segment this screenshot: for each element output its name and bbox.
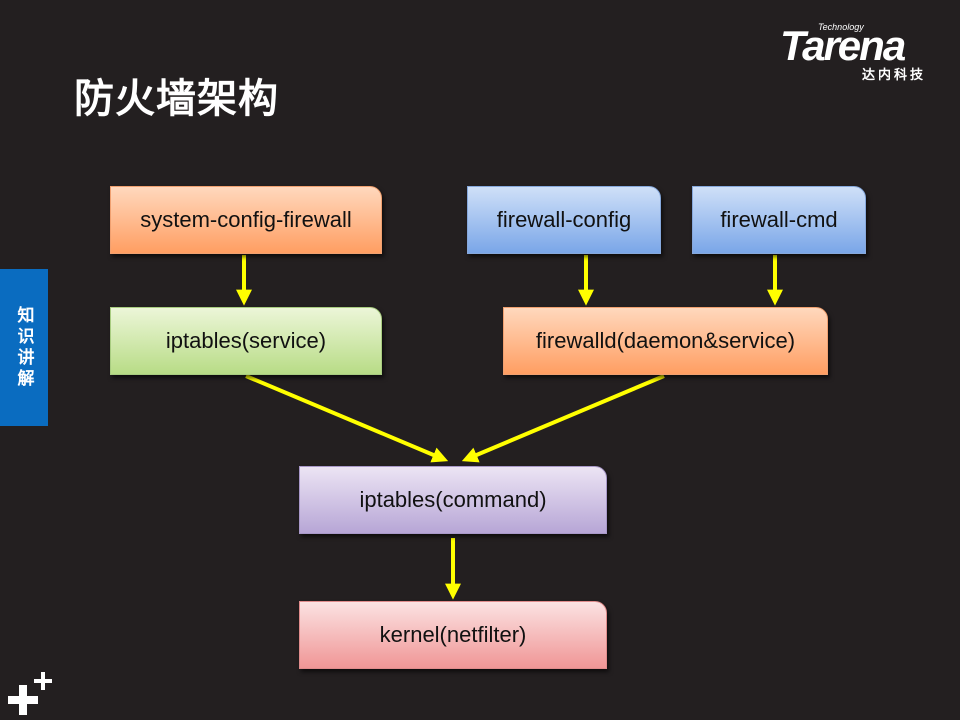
logo-brand: Tarena xyxy=(780,22,906,69)
plus-icon xyxy=(8,672,52,715)
node-kernel-netfilter: kernel(netfilter) xyxy=(299,601,607,669)
node-label: firewall-config xyxy=(496,207,632,232)
node-label: iptables(service) xyxy=(165,328,327,353)
arrow-firewalld-to-command xyxy=(461,374,665,463)
node-label: kernel(netfilter) xyxy=(379,622,527,647)
node-label: firewalld(daemon&service) xyxy=(535,328,796,353)
logo-tagline: Technology xyxy=(818,22,864,32)
node-system-config-firewall: system-config-firewall xyxy=(110,186,382,254)
node-firewalld: firewalld(daemon&service) xyxy=(503,307,828,375)
node-iptables-command: iptables(command) xyxy=(299,466,607,534)
side-tab[interactable]: 知识讲解 xyxy=(0,269,48,426)
side-tab-label: 知识讲解 xyxy=(13,305,34,390)
node-label: firewall-cmd xyxy=(720,207,838,232)
node-label: iptables(command) xyxy=(359,487,547,512)
page-title: 防火墙架构 xyxy=(74,76,279,122)
node-iptables-service: iptables(service) xyxy=(110,307,382,375)
logo-subtitle: 达内科技 xyxy=(862,68,927,83)
node-firewall-config: firewall-config xyxy=(467,186,661,254)
node-firewall-cmd: firewall-cmd xyxy=(692,186,866,254)
node-label: system-config-firewall xyxy=(140,207,352,232)
tarena-logo: Technology Tarena 达内科技 xyxy=(780,20,950,90)
arrow-iptables-service-to-command xyxy=(245,374,449,463)
